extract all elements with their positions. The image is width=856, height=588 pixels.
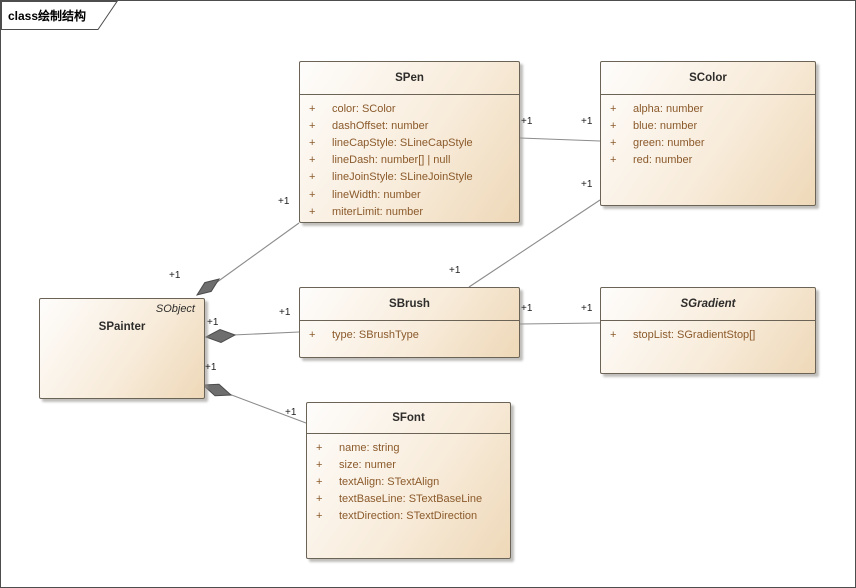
visibility-plus: + xyxy=(309,102,316,115)
multiplicity-label: +1 xyxy=(169,270,181,281)
attribute-row[interactable]: + lineJoinStyle: SLineJoinStyle xyxy=(300,169,519,186)
attribute-row[interactable]: + blue: number xyxy=(601,117,815,134)
visibility-plus: + xyxy=(309,171,316,184)
class-spen[interactable]: SPen + color: SColor + dashOffset: number + l… xyxy=(299,61,520,223)
attribute-row[interactable]: + stopList: SGradientStop[] xyxy=(601,326,815,343)
attribute-compartment: + alpha: number + blue: number + green: numbe… xyxy=(601,95,815,169)
multiplicity-label: +1 xyxy=(285,407,297,418)
attribute-row[interactable]: + type: SBrushType xyxy=(300,326,519,343)
attribute-compartment: + stopList: SGradientStop[] xyxy=(601,321,815,343)
multiplicity-label: +1 xyxy=(581,116,593,127)
visibility-plus: + xyxy=(610,136,617,149)
attribute-text: green: number xyxy=(633,136,705,149)
multiplicity-label: +1 xyxy=(449,265,461,276)
visibility-plus: + xyxy=(610,119,617,132)
visibility-plus: + xyxy=(316,458,323,471)
attribute-text: lineJoinStyle: SLineJoinStyle xyxy=(332,171,473,184)
composition-spainter-sbrush[interactable] xyxy=(204,328,300,344)
class-name-scolor: SColor xyxy=(601,62,815,95)
class-sbrush[interactable]: SBrush + type: SBrushType xyxy=(299,287,520,358)
class-name-sbrush: SBrush xyxy=(300,288,519,321)
frame-tab xyxy=(1,1,118,30)
attribute-text: dashOffset: number xyxy=(332,119,429,132)
visibility-plus: + xyxy=(610,328,617,341)
attribute-text: alpha: number xyxy=(633,102,704,115)
attribute-row[interactable]: + size: numer xyxy=(307,456,510,473)
attribute-text: textBaseLine: STextBaseLine xyxy=(339,493,483,506)
attribute-row[interactable]: + dashOffset: number xyxy=(300,117,519,134)
attribute-row[interactable]: + red: number xyxy=(601,152,815,169)
diagram-title: class绘制结构 xyxy=(8,9,87,23)
class-scolor[interactable]: SColor + alpha: number + blue: number + green… xyxy=(600,61,816,206)
attribute-row[interactable]: + green: number xyxy=(601,134,815,151)
attribute-compartment: + name: string + size: numer + textAlign: STe… xyxy=(307,434,510,525)
attribute-text: textAlign: STextAlign xyxy=(339,475,440,488)
attribute-text: size: numer xyxy=(339,458,396,471)
multiplicity-label: +1 xyxy=(521,116,533,127)
composition-spainter-spen[interactable] xyxy=(195,222,300,296)
association-sbrush-sgradient[interactable] xyxy=(519,322,601,325)
multiplicity-label: +1 xyxy=(207,317,219,328)
attribute-row[interactable]: + miterLimit: number xyxy=(300,203,519,220)
attribute-text: miterLimit: number xyxy=(332,205,424,218)
multiplicity-label: +1 xyxy=(279,307,291,318)
attribute-text: lineWidth: number xyxy=(332,188,421,201)
multiplicity-label: +1 xyxy=(278,196,290,207)
attribute-text: lineCapStyle: SLineCapStyle xyxy=(332,136,473,149)
multiplicity-label: +1 xyxy=(521,303,533,314)
visibility-plus: + xyxy=(309,136,316,149)
visibility-plus: + xyxy=(309,154,316,167)
attribute-row[interactable]: + name: string xyxy=(307,439,510,456)
attribute-text: name: string xyxy=(339,441,400,454)
visibility-plus: + xyxy=(610,154,617,167)
attribute-row[interactable]: + alpha: number xyxy=(601,100,815,117)
multiplicity-label: +1 xyxy=(581,303,593,314)
attribute-text: blue: number xyxy=(633,119,698,132)
visibility-plus: + xyxy=(309,328,316,341)
visibility-plus: + xyxy=(316,493,323,506)
class-spainter[interactable]: SObject SPainter xyxy=(39,298,205,399)
visibility-plus: + xyxy=(309,119,316,132)
visibility-plus: + xyxy=(316,441,323,454)
attribute-text: type: SBrushType xyxy=(332,328,419,341)
attribute-row[interactable]: + lineDash: number[] | null xyxy=(300,152,519,169)
attribute-compartment: + color: SColor + dashOffset: number + lineCa… xyxy=(300,95,519,220)
multiplicity-label: +1 xyxy=(205,362,217,373)
visibility-plus: + xyxy=(610,102,617,115)
attribute-text: stopList: SGradientStop[] xyxy=(633,328,756,341)
attribute-row[interactable]: + textBaseLine: STextBaseLine xyxy=(307,491,510,508)
visibility-plus: + xyxy=(309,205,316,218)
attribute-text: red: number xyxy=(633,154,693,167)
multiplicity-label: +1 xyxy=(581,179,593,190)
attribute-row[interactable]: + lineCapStyle: SLineCapStyle xyxy=(300,134,519,151)
attribute-text: color: SColor xyxy=(332,102,396,115)
class-sfont[interactable]: SFont + name: string + size: numer + textAlig… xyxy=(306,402,511,559)
visibility-plus: + xyxy=(309,188,316,201)
attribute-text: textDirection: STextDirection xyxy=(339,510,478,523)
class-name-sgradient: SGradient xyxy=(601,288,815,321)
visibility-plus: + xyxy=(316,475,323,488)
attribute-row[interactable]: + color: SColor xyxy=(300,100,519,117)
association-spen-scolor[interactable] xyxy=(519,137,601,142)
attribute-row[interactable]: + textDirection: STextDirection xyxy=(307,508,510,525)
attribute-compartment: + type: SBrushType xyxy=(300,321,519,343)
class-sgradient[interactable]: SGradient + stopList: SGradientStop[] xyxy=(600,287,816,374)
attribute-row[interactable]: + lineWidth: number xyxy=(300,186,519,203)
stereotype-label: SObject xyxy=(155,303,195,315)
class-name-sfont: SFont xyxy=(307,403,510,434)
class-name-spainter: SPainter xyxy=(98,321,146,333)
class-name-spen: SPen xyxy=(300,62,519,95)
visibility-plus: + xyxy=(316,510,323,523)
attribute-row[interactable]: + textAlign: STextAlign xyxy=(307,473,510,490)
attribute-text: lineDash: number[] | null xyxy=(332,154,451,167)
